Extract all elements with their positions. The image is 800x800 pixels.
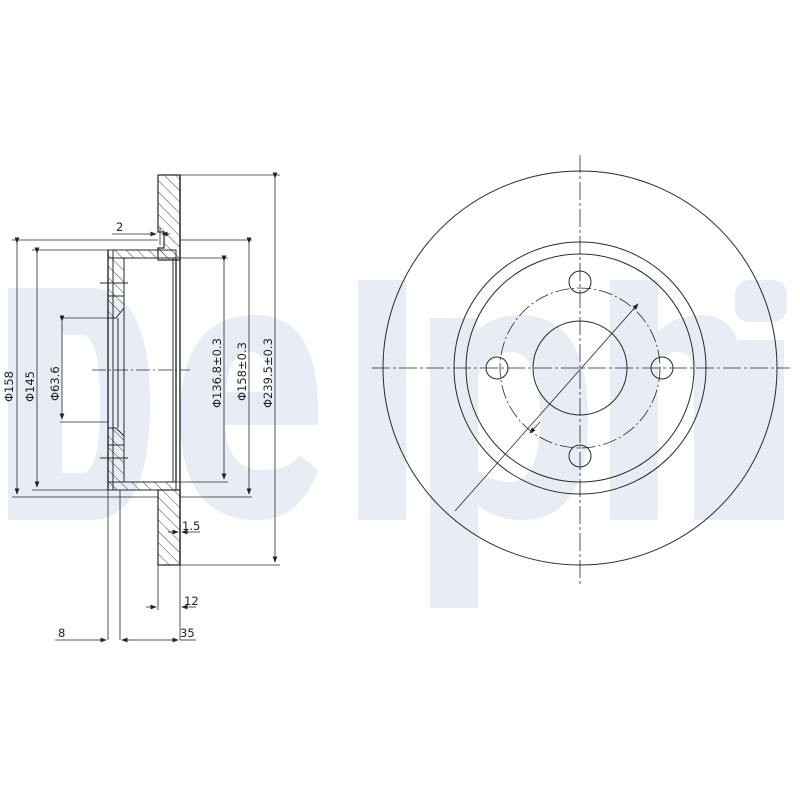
dim-thickness-1-5: 1.5	[182, 519, 200, 533]
dim-d63-6: Φ63.6	[48, 366, 62, 401]
front-view	[372, 155, 790, 585]
dim-d136-8: Φ136.8±0.3	[210, 338, 224, 408]
section-view	[12, 172, 280, 643]
dim-d239-5: Φ239.5±0.3	[261, 338, 275, 408]
dim-d158: Φ158	[2, 371, 16, 402]
dim-offset-2: 2	[116, 220, 123, 234]
dim-thickness-12: 12	[184, 594, 199, 608]
dim-width-8: 8	[58, 626, 65, 640]
dim-height-35: 35	[180, 626, 195, 640]
dim-d145: Φ145	[23, 371, 37, 402]
dim-d158-tol: Φ158±0.3	[235, 342, 249, 401]
